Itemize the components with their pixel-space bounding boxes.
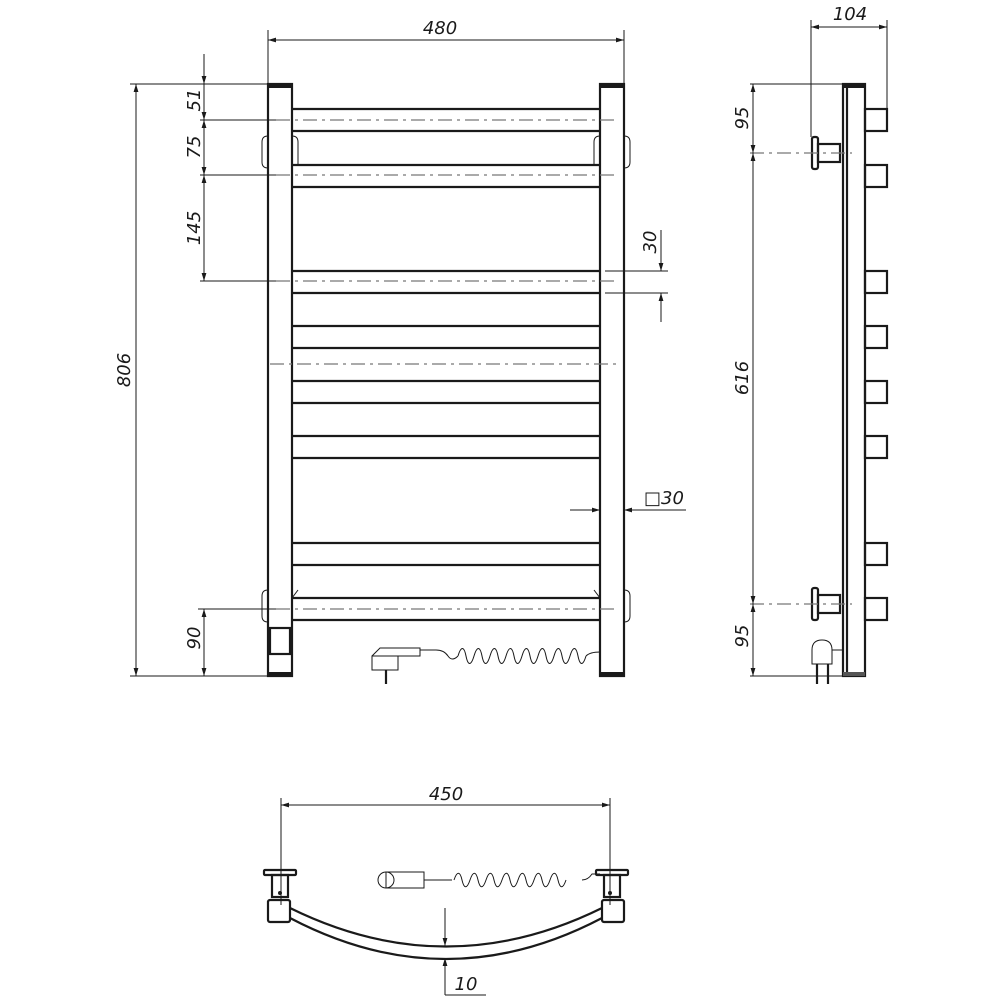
- dim-top-10: 10: [455, 974, 478, 995]
- dim-bar-30: 30: [640, 231, 661, 254]
- top-view: 450 10: [262, 784, 630, 996]
- power-cord: [371, 647, 601, 684]
- dim-90: 90: [184, 627, 205, 650]
- switch-box: [268, 626, 292, 656]
- left-post: [266, 82, 294, 678]
- rails: [292, 107, 600, 622]
- dim-post-square-30: □30: [644, 488, 684, 509]
- dim-side-616: 616: [732, 361, 753, 395]
- dim-side-95-top: 95: [732, 107, 753, 130]
- right-post: [598, 82, 626, 678]
- front-view: 480 806 51 75 145 30 □30 90: [114, 18, 686, 684]
- dim-75: 75: [184, 136, 205, 159]
- side-rail-ends: [863, 107, 889, 622]
- dim-side-95-bottom: 95: [732, 625, 753, 648]
- dim-145: 145: [184, 211, 205, 245]
- side-view: 104 95 616 95: [732, 4, 889, 684]
- dim-51: 51: [184, 89, 205, 112]
- dim-height-806: 806: [114, 353, 135, 387]
- dim-width-480: 480: [423, 18, 457, 39]
- dim-top-450: 450: [429, 784, 463, 805]
- dim-depth-104: 104: [833, 4, 867, 25]
